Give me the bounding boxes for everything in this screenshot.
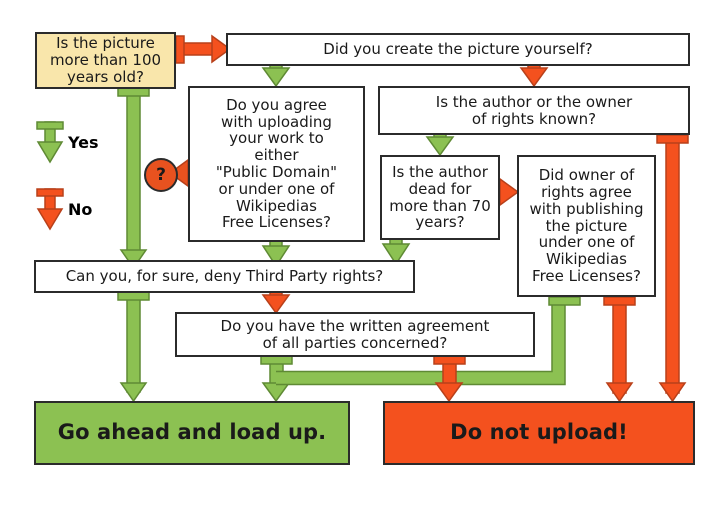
- edge-thirdparty-no: [261, 291, 291, 315]
- node-do-not-upload[interactable]: Do not upload!: [383, 401, 695, 465]
- node-created-yourself-label: Did you create the picture yourself?: [323, 40, 593, 59]
- legend-yes: Yes: [34, 118, 99, 166]
- node-author-dead-label: Is the author dead for more than 70 year…: [389, 162, 491, 232]
- legend-yes-label: Yes: [68, 132, 99, 152]
- edge-createdyourself-yes: [261, 63, 291, 88]
- node-do-not-upload-label: Do not upload!: [450, 420, 628, 445]
- node-is-author-or-owner-of-rights-known[interactable]: Is the author or the owner of rights kno…: [378, 86, 690, 135]
- node-did-owner-of-rights-agree[interactable]: Did owner of rights agree with publishin…: [517, 155, 656, 297]
- node-go-ahead-and-load-up[interactable]: Go ahead and load up.: [34, 401, 350, 465]
- edge-authorknown-no: [656, 134, 689, 403]
- edge-start-no: [175, 34, 232, 64]
- edge-start-yes: [117, 87, 150, 270]
- node-did-you-create-the-picture-yourself[interactable]: Did you create the picture yourself?: [226, 33, 690, 66]
- legend-no-label: No: [68, 199, 93, 219]
- node-go-ahead-label: Go ahead and load up.: [57, 420, 327, 445]
- edge-authorknown-yes: [425, 132, 455, 157]
- node-start-label: Is the picture more than 100 years old?: [49, 34, 162, 86]
- legend-no: No: [34, 185, 92, 233]
- edge-createdyourself-no: [519, 63, 549, 88]
- edge-writtenagreement-no: [433, 355, 466, 403]
- edge-owneragree-yes: [276, 296, 581, 386]
- legend-no-arrow-icon: [36, 188, 64, 231]
- node-written-agreement-label: Do you have the written agreement of all…: [220, 316, 490, 352]
- node-author-known-label: Is the author or the owner of rights kno…: [435, 92, 633, 128]
- help-question-mark-label: ?: [156, 165, 166, 185]
- node-do-you-agree-with-uploading[interactable]: Do you agree with uploading your work to…: [188, 86, 365, 242]
- node-start-is-picture-over-100-years-old[interactable]: Is the picture more than 100 years old?: [35, 32, 176, 89]
- edge-thirdparty-yes: [117, 291, 150, 403]
- edge-authordead-no: [499, 177, 520, 207]
- node-third-party-label: Can you, for sure, deny Third Party righ…: [65, 267, 384, 286]
- node-agree-upload-label: Do you agree with uploading your work to…: [215, 95, 338, 232]
- help-question-mark-icon[interactable]: ?: [144, 158, 178, 192]
- node-do-you-have-written-agreement[interactable]: Do you have the written agreement of all…: [175, 312, 535, 357]
- node-owner-agree-label: Did owner of rights agree with publishin…: [529, 166, 644, 285]
- node-is-author-dead-more-than-70-years[interactable]: Is the author dead for more than 70 year…: [380, 155, 500, 240]
- legend-yes-arrow-icon: [36, 121, 64, 164]
- node-can-you-deny-third-party-rights[interactable]: Can you, for sure, deny Third Party righ…: [34, 260, 415, 293]
- edge-owneragree-no: [603, 296, 636, 403]
